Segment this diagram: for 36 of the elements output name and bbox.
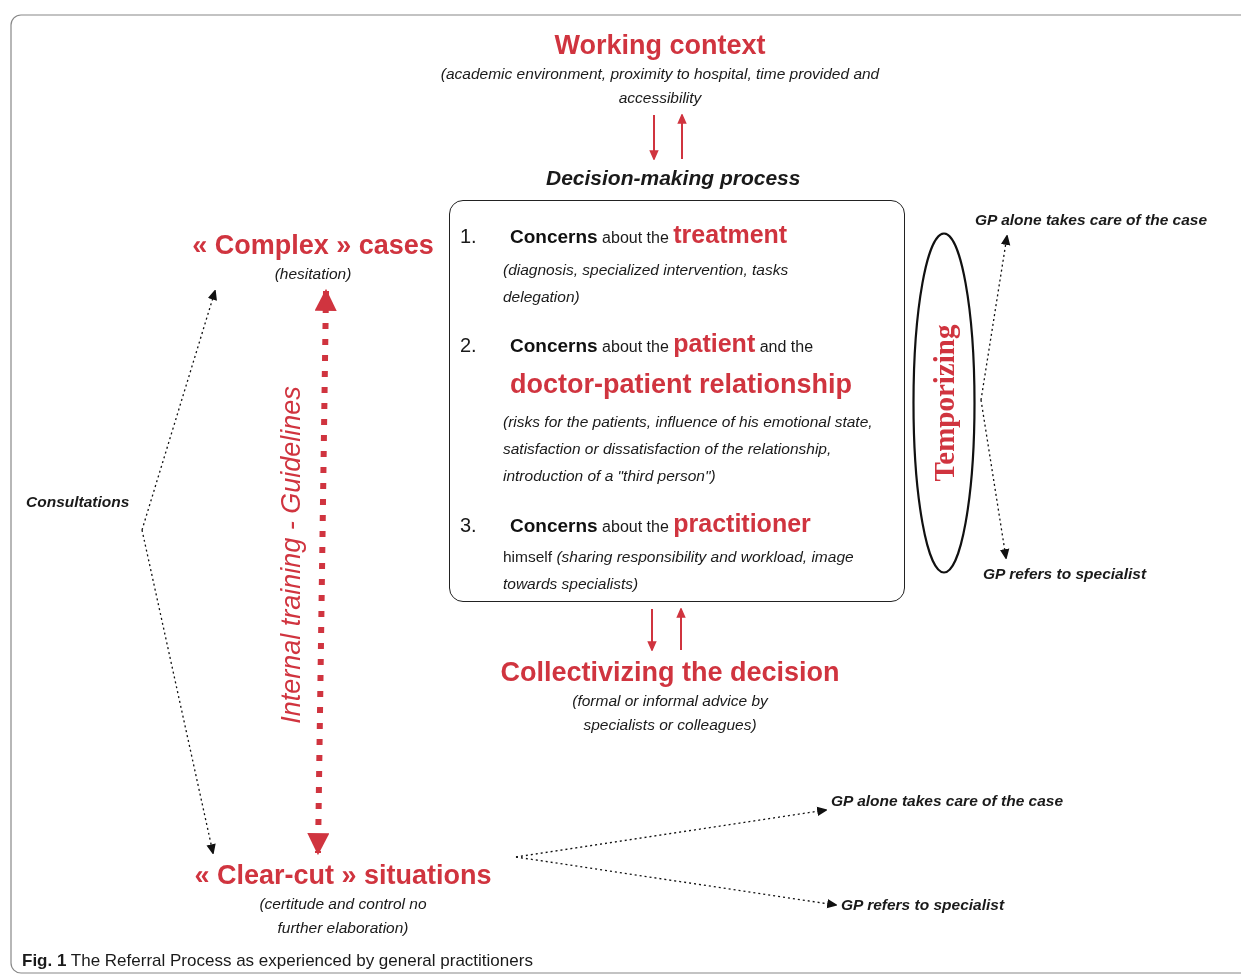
item-number: 3. [460, 513, 477, 538]
heading: « Clear-cut » situations [193, 859, 493, 892]
double-arrow [307, 288, 337, 856]
outcome-label: GP alone takes care of the case [831, 791, 1065, 811]
item-description: (risks for the patients, influence of his emotional state, satisfaction or dissatisfaction of the relationship, introduction of a "third person") [503, 412, 874, 486]
item-number: 2. [460, 333, 477, 358]
arrow [141, 529, 216, 854]
heading: Working context [553, 29, 767, 62]
ellipse-label: Temporizing [927, 324, 961, 482]
arrow [980, 235, 1010, 401]
description: (formal or informal advice by specialists or colleagues) [571, 691, 770, 735]
item-heading: Concerns about the patient and the doctor-patient relationship [510, 328, 852, 401]
item-number: 1. [460, 224, 477, 249]
heading: Collectivizing the decision [499, 656, 841, 689]
arrow [676, 608, 686, 651]
consultations-label: Consultations [26, 492, 131, 512]
arrow [980, 399, 1009, 559]
item-description: (diagnosis, specialized intervention, tasks delegation) [503, 260, 790, 307]
arrow [141, 290, 217, 531]
item-heading: Concerns about the practitioner [510, 508, 811, 539]
arrow [677, 114, 687, 160]
description: (hesitation) [273, 264, 353, 284]
box-heading: Decision-making process [546, 165, 801, 191]
item-heading: Concerns about the treatment [510, 219, 788, 250]
outcome-label: GP refers to specialist [841, 895, 1006, 915]
description: (academic environment, proximity to hospital, time provided and accessibility [440, 64, 880, 108]
arrow [649, 114, 659, 160]
outcome-label: GP refers to specialist [983, 564, 1148, 584]
heading: « Complex » cases [191, 229, 435, 262]
arrow [515, 806, 827, 858]
item-description: himself (sharing responsibility and workload, image towards specialists) [503, 547, 855, 594]
arrow [515, 856, 837, 909]
outcome-label: GP alone takes care of the case [975, 210, 1209, 230]
description: (certitude and control no further elaboration) [258, 894, 428, 938]
arrow [647, 608, 657, 651]
figure-caption: Fig. 1 The Referral Process as experienced by general practitioners [22, 951, 533, 971]
